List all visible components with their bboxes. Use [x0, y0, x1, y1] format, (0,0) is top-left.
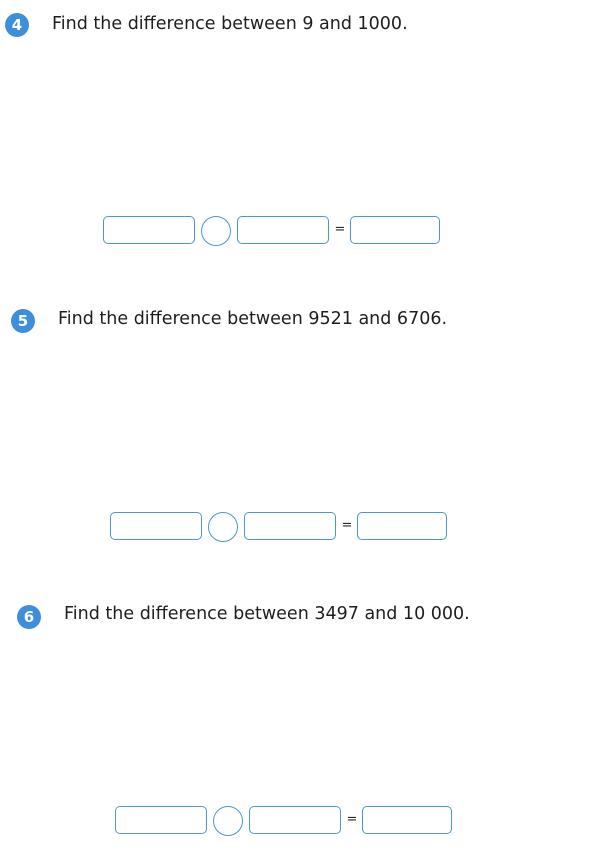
question-number-badge: 5 [11, 309, 35, 333]
equals-sign: = [346, 812, 358, 827]
answer-row: = [103, 216, 443, 250]
question-text: Find the difference between 9 and 1000. [52, 14, 408, 34]
equals-sign: = [341, 518, 353, 533]
first-number-box[interactable] [110, 512, 202, 540]
answer-row: = [115, 806, 455, 840]
operator-circle[interactable] [213, 806, 243, 836]
second-number-box[interactable] [244, 512, 336, 540]
equals-sign: = [334, 222, 346, 237]
question-number-badge: 6 [17, 605, 41, 629]
question-text: Find the difference between 3497 and 10 … [64, 604, 470, 624]
result-box[interactable] [357, 512, 447, 540]
result-box[interactable] [350, 216, 440, 244]
first-number-box[interactable] [115, 806, 207, 834]
question-number-badge: 4 [5, 13, 29, 37]
second-number-box[interactable] [249, 806, 341, 834]
second-number-box[interactable] [237, 216, 329, 244]
operator-circle[interactable] [208, 512, 238, 542]
result-box[interactable] [362, 806, 452, 834]
first-number-box[interactable] [103, 216, 195, 244]
operator-circle[interactable] [201, 216, 231, 246]
answer-row: = [110, 512, 450, 546]
question-text: Find the difference between 9521 and 670… [58, 309, 448, 329]
